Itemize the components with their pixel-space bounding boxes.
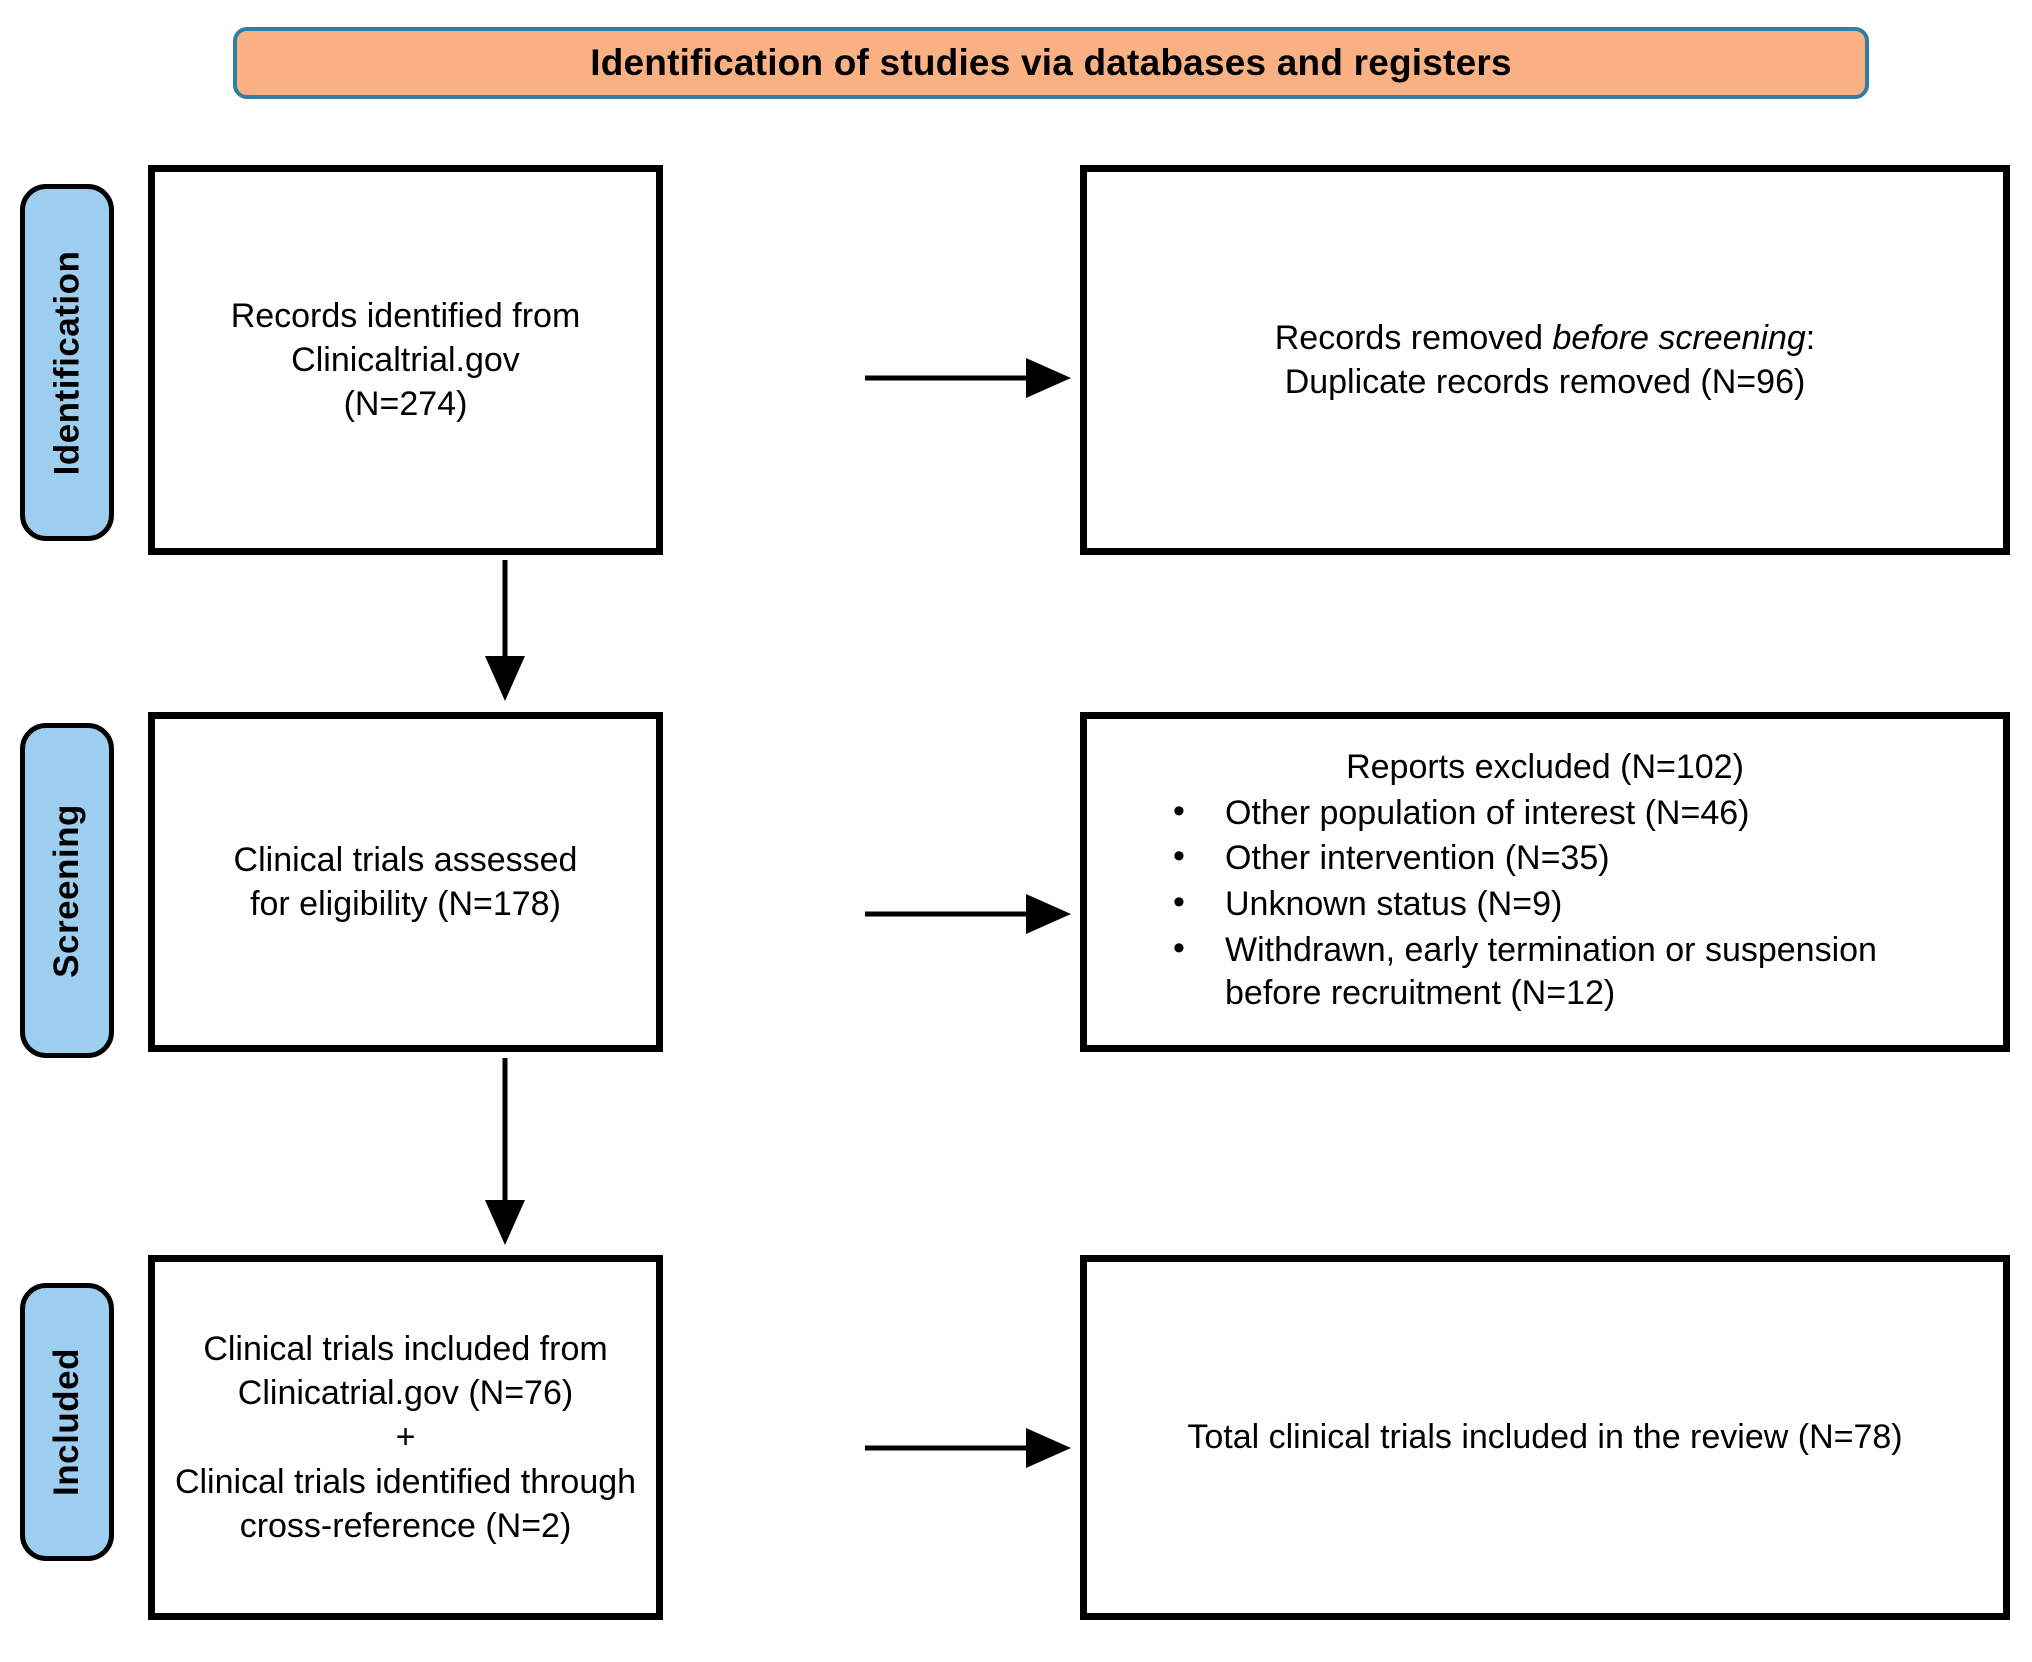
- list-item: Withdrawn, early termination or suspensi…: [1173, 927, 1975, 1016]
- records-removed-suffix: :: [1805, 318, 1816, 357]
- trials-assessed-line1: Clinical trials assessed: [233, 840, 578, 879]
- list-item: Other intervention (N=35): [1173, 836, 1975, 881]
- stage-label-identification: Identification: [20, 184, 114, 541]
- trials-included-line4: Clinical trials identified through: [174, 1462, 637, 1501]
- box-total-included-content: Total clinical trials included in the re…: [1087, 1415, 2003, 1459]
- box-trials-included: Clinical trials included from Clinicatri…: [148, 1255, 663, 1620]
- stage-label-screening: Screening: [20, 723, 114, 1058]
- records-removed-italic: before screening: [1552, 318, 1806, 357]
- box-trials-assessed: Clinical trials assessed for eligibility…: [148, 712, 663, 1052]
- records-identified-line3: (N=274): [343, 385, 468, 424]
- box-reports-excluded: Reports excluded (N=102) Other populatio…: [1080, 712, 2010, 1052]
- trials-included-line2: Clinicatrial.gov (N=76): [237, 1374, 574, 1413]
- stage-label-identification-text: Identification: [47, 250, 86, 475]
- box-reports-excluded-content: Reports excluded (N=102) Other populatio…: [1087, 746, 2003, 1017]
- trials-included-plus: +: [395, 1418, 416, 1457]
- diagram-header-banner: Identification of studies via databases …: [233, 27, 1869, 99]
- trials-assessed-line2: for eligibility (N=178): [250, 885, 561, 923]
- diagram-title: Identification of studies via databases …: [590, 42, 1512, 83]
- stage-label-screening-text: Screening: [47, 803, 87, 978]
- records-removed-line2: Duplicate records removed (N=96): [1284, 363, 1806, 401]
- records-removed-line1: Records removed before screening:: [1105, 316, 1985, 360]
- box-trials-assessed-content: Clinical trials assessed for eligibility…: [155, 838, 656, 926]
- records-removed-prefix: Records removed: [1274, 318, 1553, 357]
- box-records-identified: Records identified from Clinicaltrial.go…: [148, 165, 663, 555]
- total-included-line1: Total clinical trials included in the re…: [1187, 1418, 1903, 1457]
- reports-excluded-title: Reports excluded (N=102): [1346, 748, 1744, 787]
- stage-label-included: Included: [20, 1283, 114, 1561]
- box-records-removed-content: Records removed before screening: Duplic…: [1087, 316, 2003, 404]
- stage-label-included-text: Included: [47, 1348, 86, 1496]
- reports-excluded-list: Other population of interest (N=46) Othe…: [1105, 790, 1985, 1016]
- trials-included-line5: cross-reference (N=2): [239, 1506, 572, 1545]
- list-item: Other population of interest (N=46): [1173, 790, 1975, 836]
- trials-included-line1: Clinical trials included from: [203, 1330, 608, 1369]
- box-records-removed: Records removed before screening: Duplic…: [1080, 165, 2010, 555]
- records-identified-line2: Clinicaltrial.gov: [291, 340, 520, 379]
- box-trials-included-content: Clinical trials included from Clinicatri…: [155, 1327, 656, 1548]
- box-total-included: Total clinical trials included in the re…: [1080, 1255, 2010, 1620]
- list-item: Unknown status (N=9): [1173, 881, 1975, 927]
- records-identified-line1: Records identified from: [230, 296, 581, 335]
- box-records-identified-content: Records identified from Clinicaltrial.go…: [155, 294, 656, 427]
